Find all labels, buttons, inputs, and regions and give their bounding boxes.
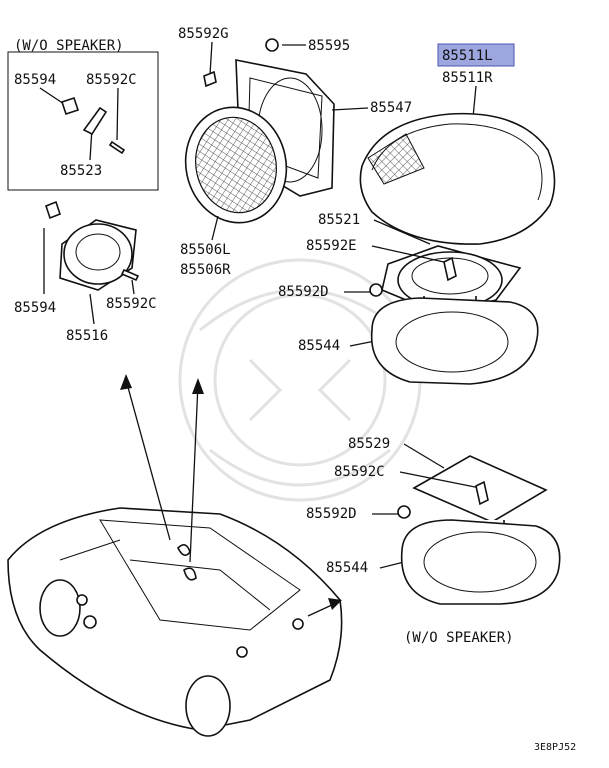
label-85592e: 85592E (306, 238, 357, 254)
screw-85592g (203, 70, 217, 88)
without-speaker-caption-bottom: (W/O SPEAKER) (404, 630, 514, 646)
screw-85592c-left (120, 268, 140, 282)
vehicle-location-illustration (7, 374, 343, 737)
speaker-cover-group: 85511L 85511R (359, 43, 556, 245)
label-85516: 85516 (66, 328, 108, 344)
without-speaker-box: (W/O SPEAKER) 85594 85592C 85523 (7, 38, 159, 191)
screw-85592d-top (369, 283, 383, 297)
speaker-assembly-right: 85521 85592E 85592D 85544 (278, 212, 539, 385)
speaker-assembly-left: 85594 85516 85592C (14, 200, 157, 344)
screw-85592c-box (108, 140, 126, 155)
label-85547: 85547 (370, 100, 412, 116)
label-85594-box: 85594 (14, 72, 56, 88)
speaker-grille-assembly: 85592G 85595 85547 85506L 85506R (178, 26, 412, 278)
screw-85592e (443, 256, 457, 282)
label-85523: 85523 (60, 163, 102, 179)
label-85594: 85594 (14, 300, 56, 316)
label-85592c-bottom: 85592C (334, 464, 385, 480)
label-85544-top: 85544 (298, 338, 340, 354)
without-speaker-assembly: 85529 85592C 85592D 85544 (W/O SPEAKER) (306, 436, 561, 646)
clip-85594-box (60, 96, 80, 116)
screw-85592c-bottom (475, 480, 489, 506)
label-85592g: 85592G (178, 26, 229, 42)
label-85506r: 85506R (180, 262, 231, 278)
label-85511l: 85511L (442, 48, 493, 64)
label-85544-bottom: 85544 (326, 560, 368, 576)
figure-code: 3E8PJ52 (534, 742, 576, 753)
label-85592d-bottom: 85592D (306, 506, 357, 522)
bracket-85544-top (370, 297, 539, 385)
label-85592c-box: 85592C (86, 72, 137, 88)
label-85595: 85595 (308, 38, 350, 54)
part-highlight (437, 43, 515, 67)
screw-85592d-bottom (397, 505, 411, 519)
label-85529: 85529 (348, 436, 390, 452)
watermark-emblem (178, 258, 422, 502)
without-speaker-caption-top: (W/O SPEAKER) (14, 38, 124, 54)
clip-85594 (45, 200, 61, 220)
label-85521: 85521 (318, 212, 360, 228)
label-85506l: 85506L (180, 242, 231, 258)
label-85592d-top: 85592D (278, 284, 329, 300)
bracket-85523 (82, 106, 108, 136)
nut-85595 (265, 38, 279, 52)
label-85592c-left: 85592C (106, 296, 157, 312)
label-85511r: 85511R (442, 70, 493, 86)
